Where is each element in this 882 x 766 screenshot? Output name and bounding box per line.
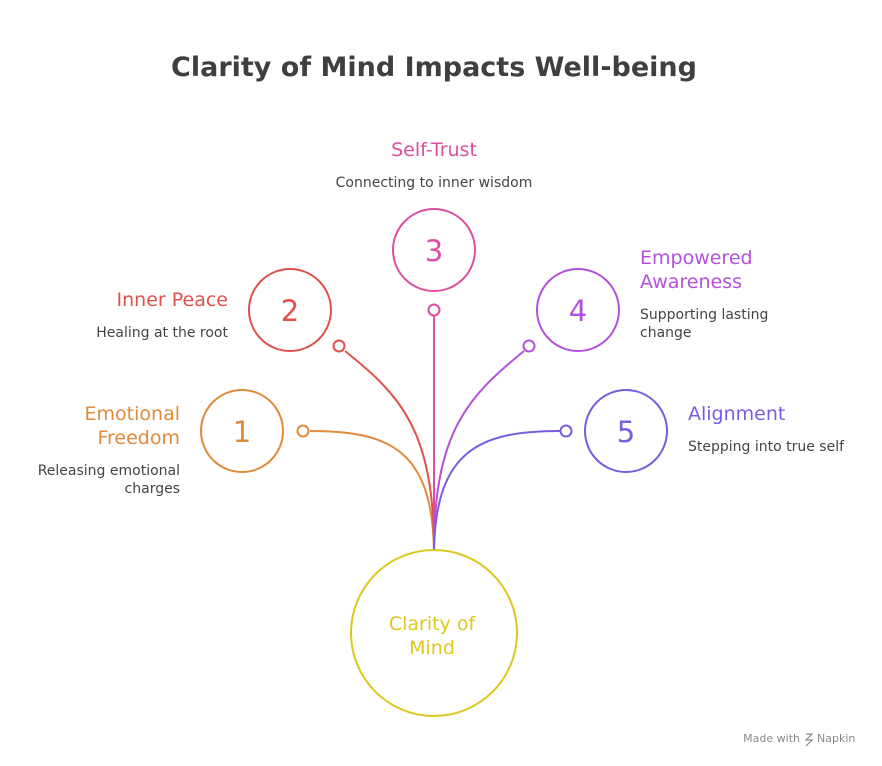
node-desc-5: Stepping into true self xyxy=(688,439,845,455)
connector-1 xyxy=(309,430,435,551)
node-empowered-awareness: 4 Empowered Awareness Supporting lasting… xyxy=(536,247,768,352)
node-number-3: 3 xyxy=(425,234,443,268)
node-heading-1-line2: Freedom xyxy=(97,427,180,449)
page-title: Clarity of Mind Impacts Well-being xyxy=(171,52,697,83)
node-heading-4-line1: Empowered xyxy=(640,247,753,269)
node-inner-peace: 2 Inner Peace Healing at the root xyxy=(96,268,332,352)
node-alignment: 5 Alignment Stepping into true self xyxy=(584,389,845,473)
node-desc-1-line2: charges xyxy=(125,481,180,497)
node-circle-4 xyxy=(536,268,620,352)
connector-dot-2 xyxy=(332,339,346,353)
node-circle-1 xyxy=(200,389,284,473)
footer-brand: Napkin xyxy=(817,732,855,745)
center-circle xyxy=(350,549,518,717)
connectors xyxy=(309,316,561,551)
node-number-5: 5 xyxy=(617,415,635,449)
node-circle-3 xyxy=(392,208,476,292)
node-circle-2 xyxy=(248,268,332,352)
node-self-trust: 3 Self-Trust Connecting to inner wisdom xyxy=(336,139,533,292)
connector-5 xyxy=(433,430,561,551)
node-heading-1-line1: Emotional xyxy=(85,403,180,425)
node-desc-4-line1: Supporting lasting xyxy=(640,307,768,323)
footer-made-with: Made with xyxy=(743,732,800,745)
node-number-1: 1 xyxy=(233,415,251,449)
node-desc-3: Connecting to inner wisdom xyxy=(336,175,533,191)
center-node: Clarity of Mind xyxy=(350,549,518,717)
node-desc-1-line1: Releasing emotional xyxy=(38,463,180,479)
node-number-4: 4 xyxy=(569,294,587,328)
center-label-line1: Clarity of xyxy=(389,613,477,635)
node-circle-5 xyxy=(584,389,668,473)
connector-dot-3 xyxy=(427,303,441,317)
connector-4 xyxy=(433,350,525,551)
connector-dot-1 xyxy=(296,424,310,438)
connector-dot-5 xyxy=(559,424,573,438)
center-label-line2: Mind xyxy=(409,637,455,659)
node-desc-2: Healing at the root xyxy=(96,325,228,341)
node-desc-4-line2: change xyxy=(640,325,692,341)
node-heading-4-line2: Awareness xyxy=(640,271,742,293)
connector-dot-4 xyxy=(522,339,536,353)
node-number-2: 2 xyxy=(281,294,299,328)
connector-2 xyxy=(344,350,435,551)
node-heading-5: Alignment xyxy=(688,403,785,425)
node-heading-2: Inner Peace xyxy=(117,289,228,311)
node-emotional-freedom: 1 Emotional Freedom Releasing emotional … xyxy=(38,389,284,497)
connector-dots xyxy=(296,303,573,438)
node-heading-3: Self-Trust xyxy=(391,139,477,161)
napkin-logo-icon xyxy=(804,733,814,747)
footer-credit: Made with Napkin xyxy=(743,732,855,747)
